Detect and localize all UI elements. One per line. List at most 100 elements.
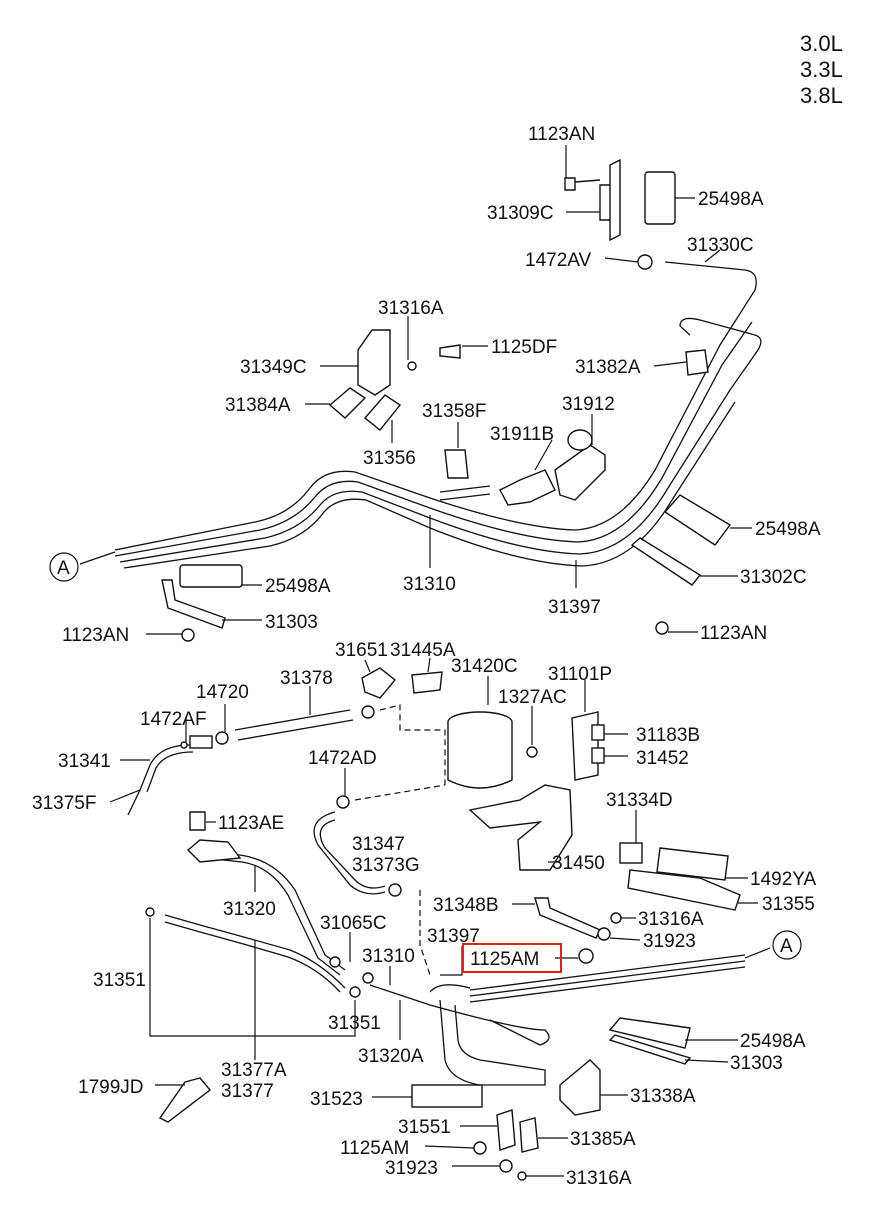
label-31373g[interactable]: 31373G xyxy=(352,855,420,876)
label-31385a[interactable]: 31385A xyxy=(570,1129,636,1150)
clip-31334d xyxy=(619,842,643,864)
label-1123ae[interactable]: 1123AE xyxy=(218,813,284,834)
label-1123an-mid[interactable]: 1123AN xyxy=(62,625,129,646)
label-31651[interactable]: 31651 xyxy=(335,640,388,661)
label-31523[interactable]: 31523 xyxy=(310,1089,363,1110)
label-1123an-top[interactable]: 1123AN xyxy=(528,124,595,145)
label-31384a[interactable]: 31384A xyxy=(225,395,291,416)
fuel-pipe-lower-2 xyxy=(469,960,746,997)
label-1472ad[interactable]: 1472AD xyxy=(308,748,377,769)
label-31551[interactable]: 31551 xyxy=(398,1117,451,1138)
fuel-pipe-31320 xyxy=(199,849,346,976)
label-1125am-1[interactable]: 1125AM xyxy=(470,949,539,970)
nut-31316a-lower xyxy=(517,1171,527,1181)
clamp-31065c xyxy=(329,956,341,968)
label-31397-1[interactable]: 31397 xyxy=(548,597,601,618)
fuel-pipe-31911b-stub xyxy=(439,485,491,501)
label-31334d[interactable]: 31334D xyxy=(606,790,673,811)
clip-31523 xyxy=(411,1084,483,1108)
label-31420c[interactable]: 31420C xyxy=(451,656,518,677)
label-31316a-1[interactable]: 31316A xyxy=(378,298,444,319)
label-25498a-1[interactable]: 25498A xyxy=(698,189,764,210)
label-14720[interactable]: 14720 xyxy=(196,682,249,703)
clip-1492ya xyxy=(656,847,729,881)
label-31378[interactable]: 31378 xyxy=(280,668,333,689)
label-31320a[interactable]: 31320A xyxy=(358,1046,424,1067)
label-31338a[interactable]: 31338A xyxy=(630,1086,696,1107)
label-31358f[interactable]: 31358F xyxy=(422,401,486,422)
label-25498a-3[interactable]: 25498A xyxy=(265,576,331,597)
hose-31347 xyxy=(313,811,386,895)
label-31351-1[interactable]: 31351 xyxy=(93,970,146,991)
label-31355[interactable]: 31355 xyxy=(762,894,815,915)
label-31316a-2[interactable]: 31316A xyxy=(638,909,704,930)
bracket-31551 xyxy=(496,1109,516,1151)
washer-31923 xyxy=(597,927,611,941)
bracket-31349c xyxy=(357,329,391,396)
bracket-31303-lower xyxy=(608,1034,692,1065)
label-31316a-3[interactable]: 31316A xyxy=(566,1168,632,1189)
label-1123an-right[interactable]: 1123AN xyxy=(700,623,767,644)
label-31912[interactable]: 31912 xyxy=(562,394,615,415)
label-31351-2[interactable]: 31351 xyxy=(328,1013,381,1034)
label-1472af[interactable]: 1472AF xyxy=(140,709,207,730)
leader-lines xyxy=(79,145,771,1177)
label-31382a[interactable]: 31382A xyxy=(575,357,641,378)
label-31450[interactable]: 31450 xyxy=(552,853,605,874)
fuel-pipe-31377 xyxy=(164,914,346,993)
label-31445a[interactable]: 31445A xyxy=(390,640,456,661)
label-31452[interactable]: 31452 xyxy=(636,748,689,769)
label-31923-2[interactable]: 31923 xyxy=(385,1158,438,1179)
label-31348b[interactable]: 31348B xyxy=(433,895,499,916)
label-31341[interactable]: 31341 xyxy=(58,751,111,772)
label-31330c[interactable]: 31330C xyxy=(687,235,754,256)
clamp-1472ad xyxy=(336,795,350,809)
valve-31911b xyxy=(499,469,556,506)
fuel-pipe-31341 xyxy=(127,744,194,816)
label-31356[interactable]: 31356 xyxy=(363,448,416,469)
clamp-31310 xyxy=(362,972,374,984)
label-31349c[interactable]: 31349C xyxy=(240,357,307,378)
flange-31320 xyxy=(186,839,242,863)
part-31183b xyxy=(591,724,605,741)
label-25498a-4[interactable]: 25498A xyxy=(740,1031,806,1052)
section-marker-right: A xyxy=(772,930,802,960)
section-marker-left: A xyxy=(49,552,79,582)
label-1799jd[interactable]: 1799JD xyxy=(78,1077,144,1098)
label-31309c[interactable]: 31309C xyxy=(487,203,554,224)
bracket-31912 xyxy=(554,444,606,501)
label-31065c[interactable]: 31065C xyxy=(320,913,387,934)
label-31347[interactable]: 31347 xyxy=(352,834,405,855)
label-31183b[interactable]: 31183B xyxy=(636,725,700,746)
bracket-31309c xyxy=(599,158,621,242)
label-31303-1[interactable]: 31303 xyxy=(265,612,318,633)
label-1125am-2[interactable]: 1125AM xyxy=(340,1138,409,1159)
nut-31316a xyxy=(407,361,417,371)
label-31375f[interactable]: 31375F xyxy=(32,793,96,814)
label-31397-2[interactable]: 31397 xyxy=(427,926,480,947)
label-31302c[interactable]: 31302C xyxy=(740,567,807,588)
label-1492ya[interactable]: 1492YA xyxy=(750,869,817,890)
highlight-box-1125am xyxy=(462,943,562,973)
label-31101p[interactable]: 31101P xyxy=(548,664,612,685)
clamp-31351 xyxy=(349,986,361,998)
marker-label-left: A xyxy=(57,558,70,579)
vapor-line-dashed-3 xyxy=(419,890,431,976)
label-31303-2[interactable]: 31303 xyxy=(730,1053,783,1074)
label-31310-2[interactable]: 31310 xyxy=(362,946,415,967)
bolt-1125df xyxy=(439,344,461,359)
marker-circle-right xyxy=(772,930,802,960)
label-1125df[interactable]: 1125DF xyxy=(491,337,557,358)
nut-1327ac xyxy=(526,746,538,758)
nut-31316a-2 xyxy=(610,912,622,924)
label-31320[interactable]: 31320 xyxy=(223,899,276,920)
label-31923-1[interactable]: 31923 xyxy=(643,931,696,952)
label-31377[interactable]: 31377 xyxy=(221,1081,274,1102)
label-31377a[interactable]: 31377A xyxy=(221,1060,287,1081)
label-1327ac[interactable]: 1327AC xyxy=(498,687,567,708)
label-31911b[interactable]: 31911B xyxy=(490,424,554,445)
label-1472av[interactable]: 1472AV xyxy=(525,250,592,271)
label-25498a-2[interactable]: 25498A xyxy=(755,519,821,540)
label-31310-1[interactable]: 31310 xyxy=(403,574,456,595)
